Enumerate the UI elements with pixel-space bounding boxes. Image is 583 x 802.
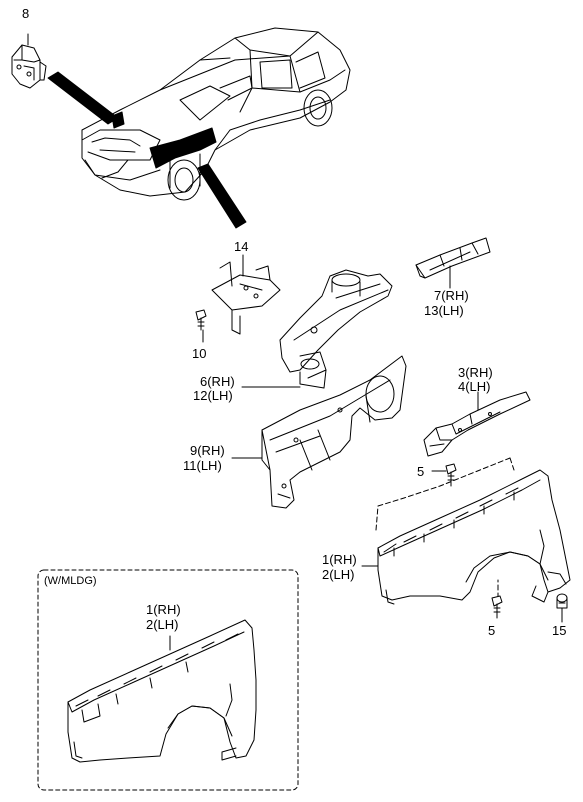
inset-callout-2: 2(LH) [146,617,179,632]
car-illustration [81,27,351,201]
part-5-bolt-upper [445,463,457,487]
part-15-nut [556,593,568,609]
part-9-11-member [261,355,407,509]
inset-callout-1: 1(RH) [146,602,181,617]
callout-13: 13(LH) [424,303,464,318]
callout-9: 9(RH) [190,443,225,458]
part-6-12-apron [279,269,393,389]
callout-5-upper: 5 [417,464,425,479]
callout-12: 12(LH) [193,388,233,403]
callout-14: 14 [234,239,249,254]
callout-11: 11(LH) [183,458,222,473]
callout-6: 6(RH) [200,374,235,389]
part-10-bolt [195,309,207,331]
callout-7: 7(RH) [434,288,469,303]
inset-fender [67,619,257,763]
callout-15: 15 [552,623,567,638]
inset-title: (W/MLDG) [44,575,97,587]
callout-3: 3(RH) [458,365,493,380]
part-8-bracket [11,44,47,89]
callout-4: 4(LH) [458,379,491,394]
part-1-2-fender [377,469,571,605]
part-5-bolt-lower [491,595,503,619]
part-3-4-rail [423,391,531,457]
callout-10: 10 [192,346,207,361]
inset-frame [37,569,299,791]
part-7-13-bracket [415,237,491,279]
callout-8: 8 [22,6,30,21]
callout-5-lower: 5 [488,623,496,638]
callout-2: 2(LH) [322,567,355,582]
part-14-bracket [211,261,281,335]
callout-1: 1(RH) [322,552,357,567]
